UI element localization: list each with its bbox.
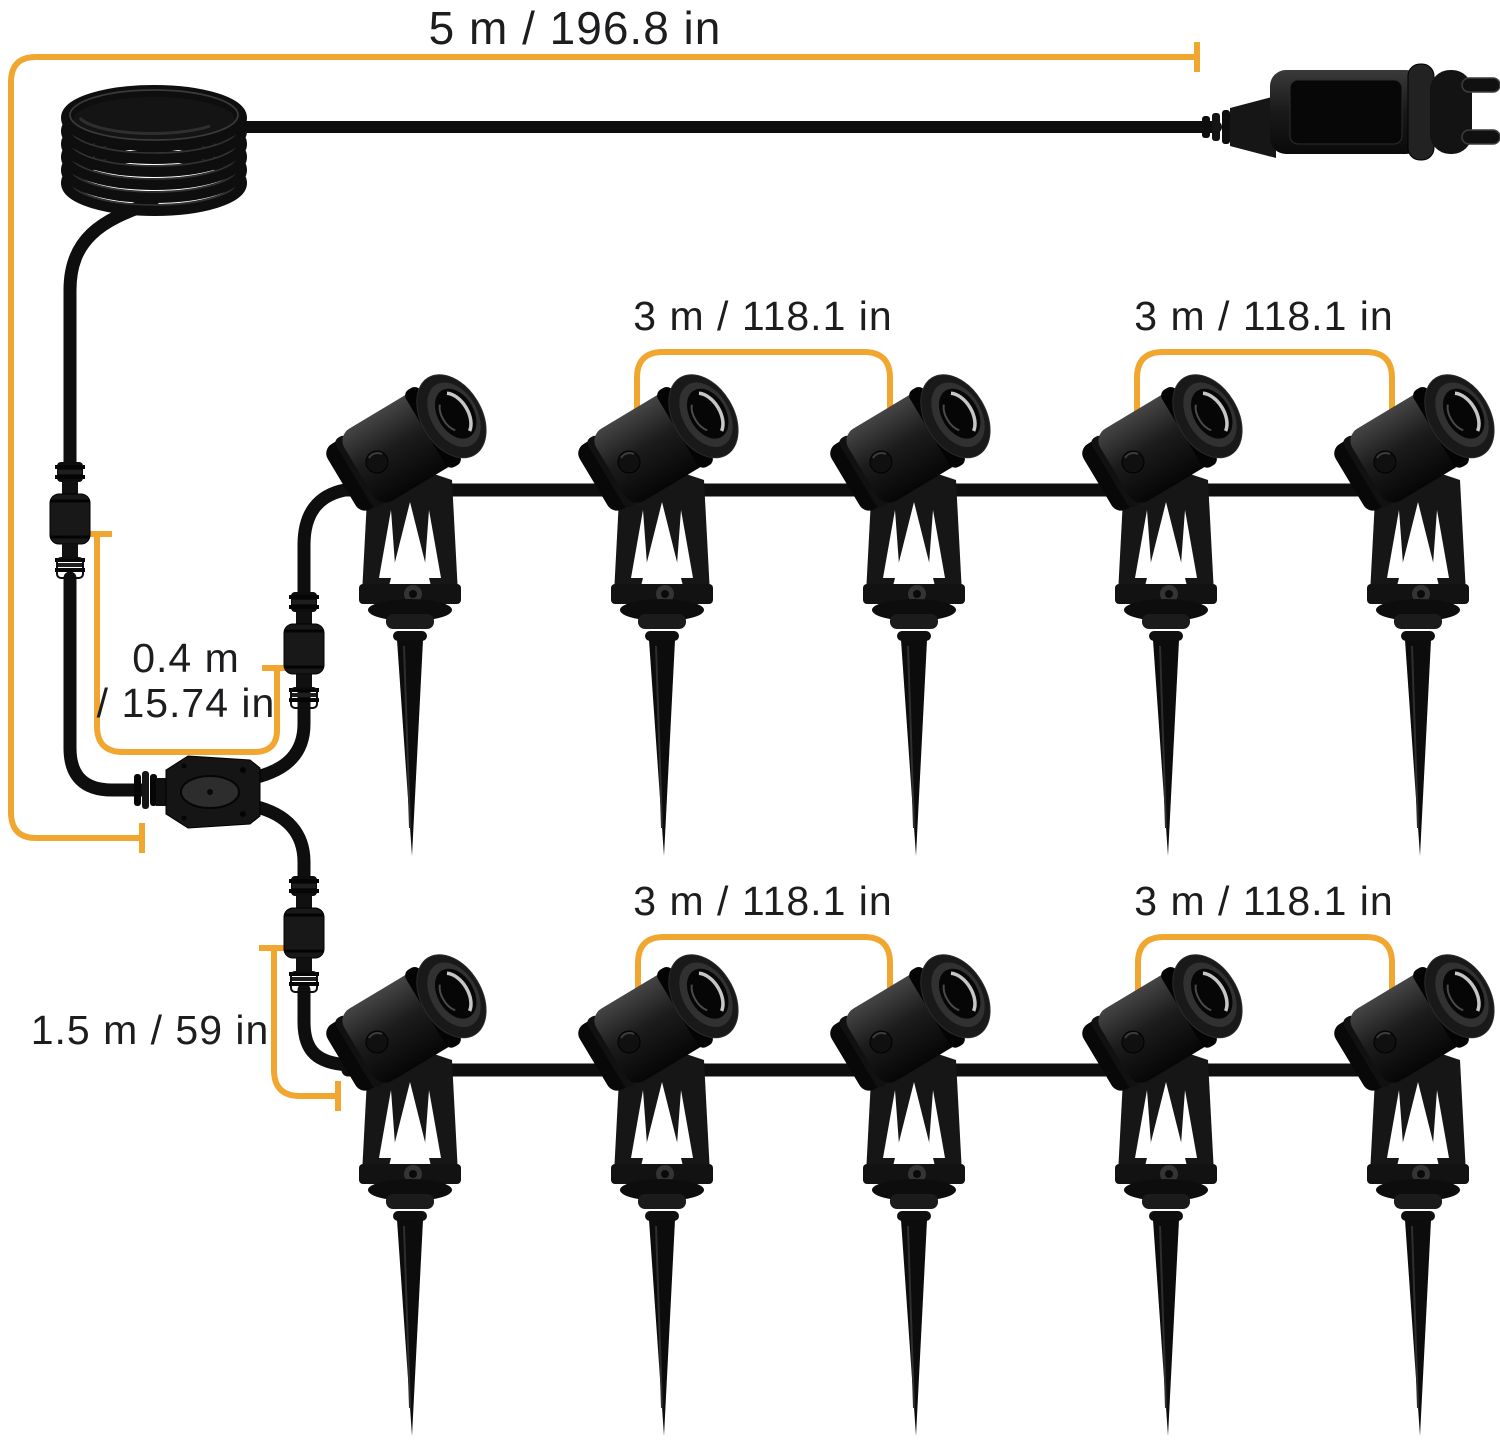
spotlight-top-5: [1324, 360, 1500, 858]
measure-bracket-3m-bottom-right: [1135, 934, 1395, 1020]
branch-up-lower: [246, 588, 311, 785]
label-spacing-top-left: 3 m / 118.1 in: [633, 293, 892, 339]
spotlight-bottom-3: [820, 940, 1007, 1438]
label-spacing-bottom-left: 3 m / 118.1 in: [633, 878, 892, 924]
cord-to-splitter: [63, 571, 149, 797]
measure-brackets: [8, 42, 1395, 1111]
spotlight-bottom-4: [1072, 940, 1259, 1438]
spotlight-row-bottom: [316, 940, 1500, 1438]
measure-bracket-3m-top-left: [634, 349, 893, 436]
plug-pins: [1461, 77, 1500, 145]
inline-connector-2: [282, 590, 326, 710]
label-connector-length-line2: / 15.74 in: [97, 680, 276, 726]
label-main-cable-length: 5 m / 196.8 in: [429, 2, 722, 54]
branch-down-upper: [246, 799, 311, 887]
spotlight-top-2: [568, 360, 755, 858]
label-spacing-bottom-right: 3 m / 118.1 in: [1134, 878, 1393, 924]
spotlight-top-1: [316, 360, 503, 858]
spotlight-top-3: [820, 360, 1007, 858]
spotlight-bottom-1: [316, 940, 503, 1438]
measure-bracket-3m-bottom-left: [635, 934, 893, 1020]
cable-coil: [61, 85, 247, 216]
spotlight-row-top: [316, 360, 1500, 858]
y-splitter: [134, 755, 261, 829]
label-branch-length: 1.5 m / 59 in: [31, 1007, 270, 1053]
inline-connector-3: [282, 874, 326, 994]
measure-bracket-5m: [8, 42, 1200, 853]
label-spacing-top-right: 3 m / 118.1 in: [1134, 293, 1393, 339]
spotlight-top-4: [1072, 360, 1259, 858]
cord-coil-down: [63, 196, 159, 473]
inline-connector-1: [48, 460, 92, 580]
spotlight-bottom-2: [568, 940, 755, 1438]
eu-plug: [1202, 63, 1500, 161]
measure-bracket-3m-top-right: [1134, 349, 1395, 436]
label-connector-length-line1: 0.4 m: [132, 635, 240, 681]
spotlight-bottom-5: [1324, 940, 1500, 1438]
